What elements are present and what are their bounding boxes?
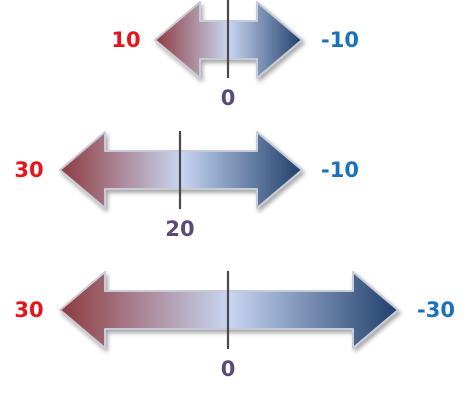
arrow-1-left-value: 10 <box>111 28 141 52</box>
arrow-2-right-value: -10 <box>321 158 359 182</box>
arrow-2-mid-value: 20 <box>165 217 195 241</box>
arrow-3-mid-value: 0 <box>220 357 236 381</box>
arrow-1-right-value: -10 <box>321 28 359 52</box>
arrow-3-right-value: -30 <box>417 298 455 322</box>
arrow-1-mid-value: 0 <box>220 86 236 110</box>
arrow-2-left-value: 30 <box>14 158 44 182</box>
arrow-3-left-value: 30 <box>14 298 44 322</box>
